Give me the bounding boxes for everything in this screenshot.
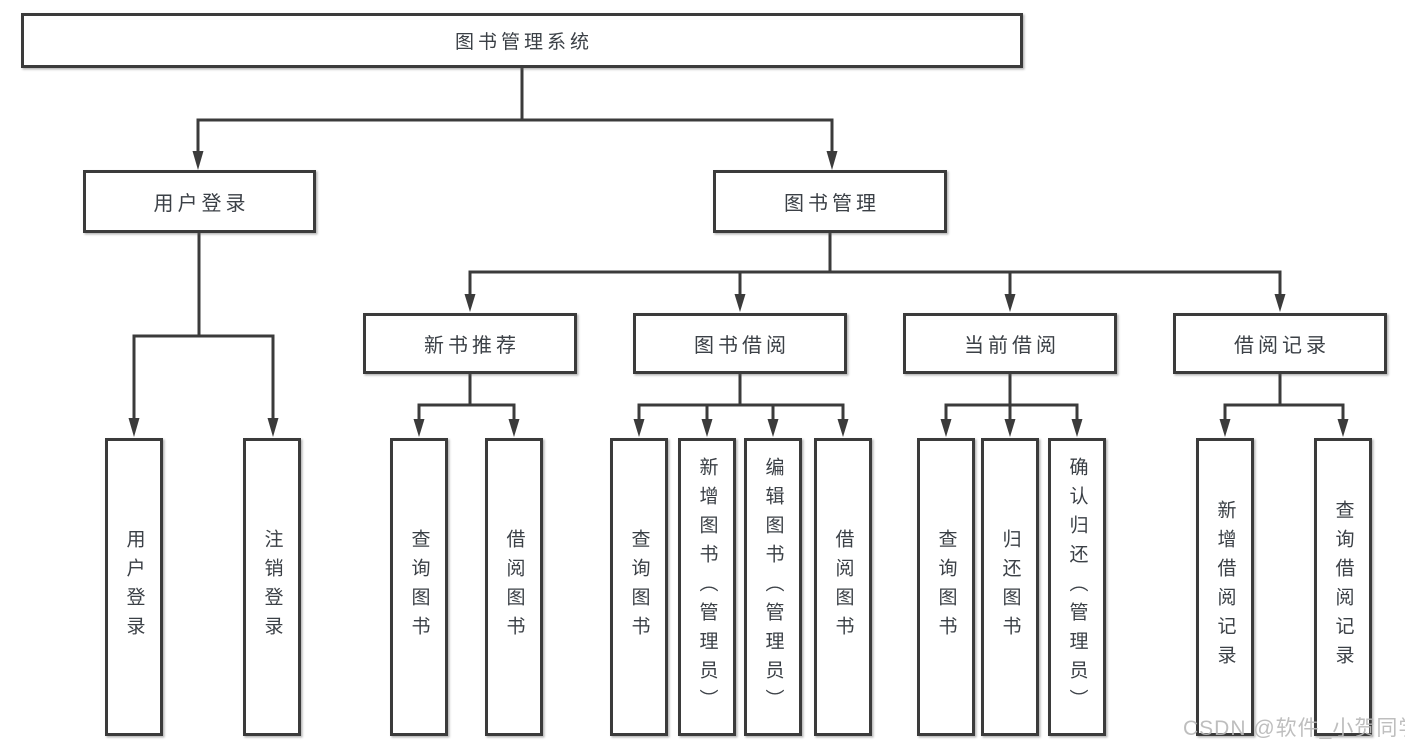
leaf-borrow-query-books: 查询图书 (610, 438, 668, 736)
node-book-borrow-label: 图书借阅 (694, 335, 790, 357)
leaf-recommend-query-books: 查询图书 (390, 438, 448, 736)
leaf-borrow-borrow-books: 借阅图书 (814, 438, 872, 736)
leaf-user-login: 用户登录 (105, 438, 163, 736)
node-book-borrow: 图书借阅 (633, 313, 847, 374)
node-book-management: 图书管理 (713, 170, 947, 233)
leaf-logout: 注销登录 (243, 438, 301, 736)
leaf-return-books-label: 归还图书 (999, 529, 1021, 645)
leaf-add-borrow-record-label: 新增借阅记录 (1214, 500, 1236, 674)
leaf-recommend-borrow-books-label: 借阅图书 (503, 529, 525, 645)
leaf-confirm-return-admin: 确认归还（管理员） (1048, 438, 1106, 736)
node-borrow-records-label: 借阅记录 (1234, 335, 1330, 357)
node-library-management-system-label: 图书管理系统 (454, 32, 593, 53)
leaf-return-books: 归还图书 (981, 438, 1039, 736)
node-new-book-recommend: 新书推荐 (363, 313, 577, 374)
leaf-query-borrow-record-label: 查询借阅记录 (1332, 500, 1354, 674)
node-new-book-recommend-label: 新书推荐 (424, 335, 520, 357)
leaf-edit-books-admin-label: 编辑图书（管理员） (762, 456, 784, 718)
leaf-logout-label: 注销登录 (261, 529, 283, 645)
leaf-confirm-return-admin-label: 确认归还（管理员） (1066, 456, 1088, 718)
node-user-login-label: 用户登录 (153, 193, 250, 215)
leaf-recommend-borrow-books: 借阅图书 (485, 438, 543, 736)
node-borrow-records: 借阅记录 (1173, 313, 1387, 374)
leaf-current-query-books: 查询图书 (917, 438, 975, 736)
node-current-borrow-label: 当前借阅 (964, 335, 1060, 357)
arrowheads (128, 151, 1349, 437)
leaf-borrow-borrow-books-label: 借阅图书 (832, 529, 854, 645)
leaf-add-books-admin: 新增图书（管理员） (678, 438, 736, 736)
leaf-user-login-label: 用户登录 (123, 529, 145, 645)
leaf-add-borrow-record: 新增借阅记录 (1196, 438, 1254, 736)
leaf-recommend-query-books-label: 查询图书 (408, 529, 430, 645)
leaf-add-books-admin-label: 新增图书（管理员） (696, 456, 718, 718)
leaf-current-query-books-label: 查询图书 (935, 529, 957, 645)
node-current-borrow: 当前借阅 (903, 313, 1117, 374)
leaf-edit-books-admin: 编辑图书（管理员） (744, 438, 802, 736)
node-user-login: 用户登录 (83, 170, 316, 233)
leaf-borrow-query-books-label: 查询图书 (628, 529, 650, 645)
leaf-query-borrow-record: 查询借阅记录 (1314, 438, 1372, 736)
node-book-management-label: 图书管理 (784, 193, 880, 215)
csdn-watermark: CSDN @软件_小贺同学 (1183, 717, 1405, 740)
node-library-management-system: 图书管理系统 (21, 13, 1023, 68)
